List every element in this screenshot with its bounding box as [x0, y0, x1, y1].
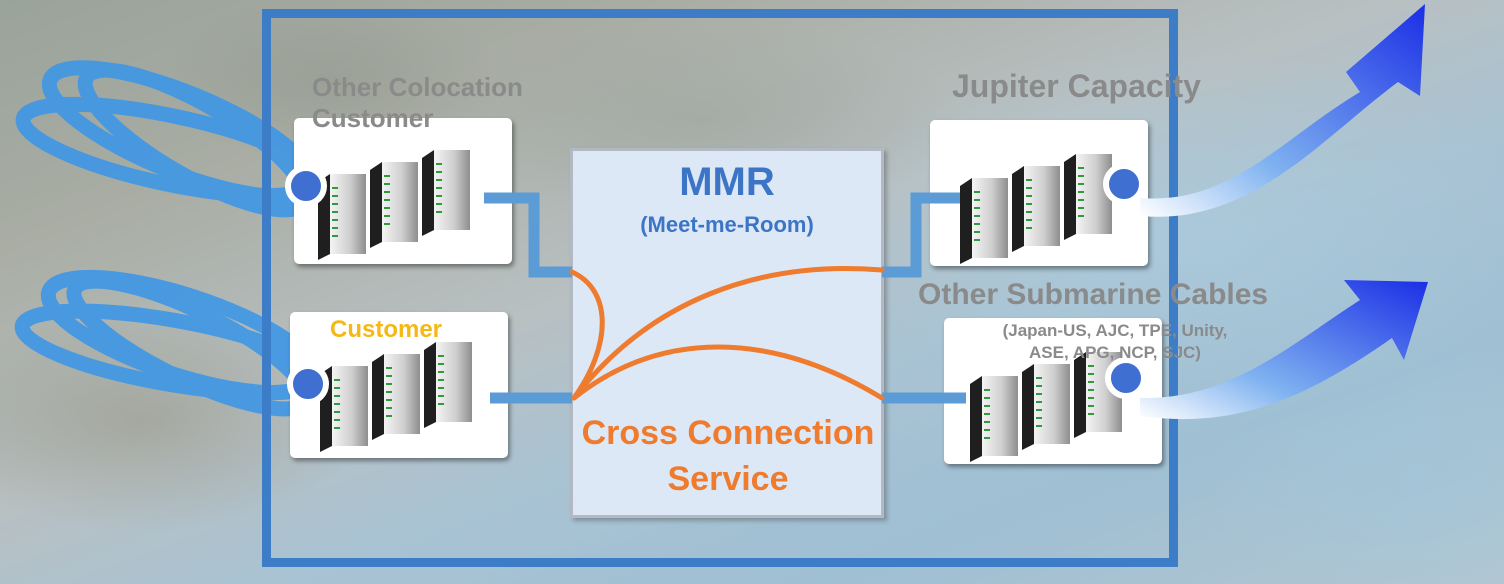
mmr-box[interactable] — [570, 148, 884, 518]
mmr-subtitle: (Meet-me-Room) — [640, 212, 814, 237]
other-colocation-label: Other Colocation Customer — [312, 72, 523, 134]
cross-connection-line1: Cross Connection — [581, 414, 875, 452]
customer-label: Customer — [330, 316, 443, 343]
outbound-arrow-icon — [1140, 4, 1428, 420]
other-submarine-cables-label: Other Submarine Cables — [918, 278, 1269, 311]
blue-links — [484, 192, 972, 404]
cross-connection-service-label: Cross Connection Service — [548, 410, 908, 502]
facility-frame — [262, 9, 1178, 567]
other-submarine-cables-detail: (Japan-US, AJC, TPE, Unity, ASE, APG, NC… — [960, 320, 1270, 364]
other-colocation-line1: Other Colocation — [312, 72, 523, 102]
cross-connection-lines — [569, 266, 885, 401]
cross-connection-line2: Service — [667, 460, 789, 498]
connector-dot-icon — [285, 163, 1147, 405]
other-cables-detail-line2: ASE, APG, NCP, SJC) — [1029, 343, 1201, 362]
jupiter-capacity-label: Jupiter Capacity — [952, 68, 1201, 104]
mmr-title: MMR — [679, 160, 775, 204]
other-cables-detail-line1: (Japan-US, AJC, TPE, Unity, — [1002, 321, 1228, 340]
other-colocation-line2: Customer — [312, 103, 434, 133]
